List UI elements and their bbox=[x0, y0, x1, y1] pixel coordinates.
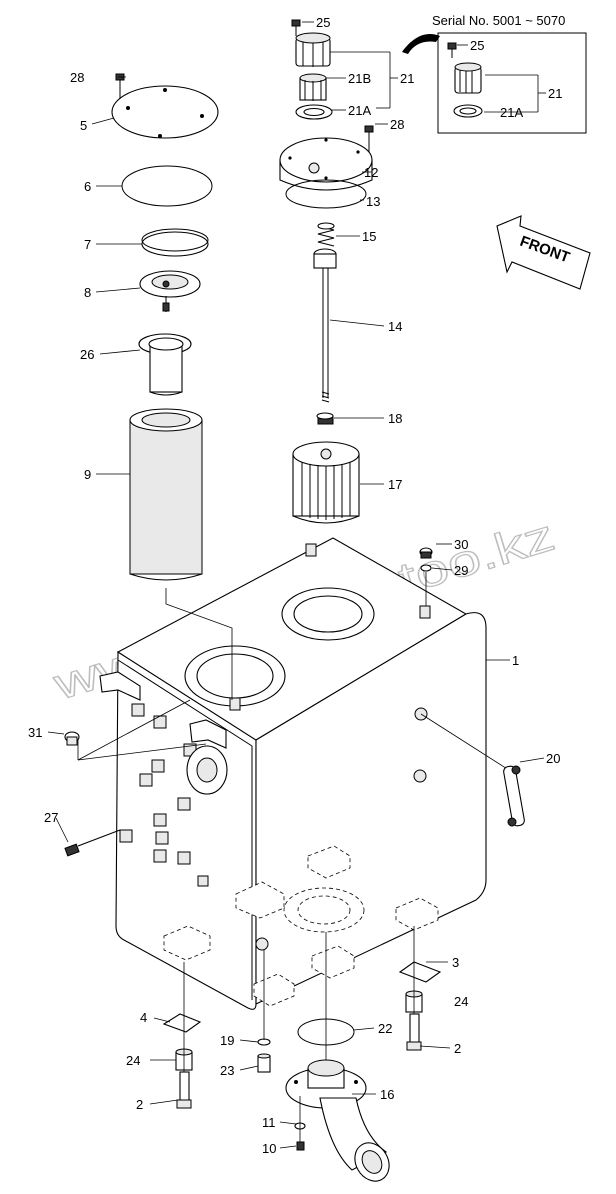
label-9: 9 bbox=[84, 467, 91, 482]
label-24-right: 24 bbox=[454, 994, 468, 1009]
label-21: 21 bbox=[400, 71, 414, 86]
bracket-bolt-line-b bbox=[77, 699, 191, 761]
part-31-bolt bbox=[64, 731, 80, 746]
part-5-cover-plate bbox=[111, 85, 219, 139]
part-18-nut bbox=[316, 412, 334, 425]
label-21b: 21B bbox=[348, 71, 371, 86]
part-1-hydraulic-tank bbox=[99, 537, 487, 1010]
inset-label-21a: 21A bbox=[500, 105, 523, 120]
label-12: 12 bbox=[364, 165, 378, 180]
label-25: 25 bbox=[316, 15, 330, 30]
part-12-filter-cover bbox=[279, 137, 373, 191]
part-25-cap-screw bbox=[291, 19, 301, 36]
inset-label-21: 21 bbox=[548, 86, 562, 101]
label-30: 30 bbox=[454, 537, 468, 552]
label-13: 13 bbox=[366, 194, 380, 209]
label-11: 11 bbox=[262, 1115, 276, 1130]
inset-label-25: 25 bbox=[470, 38, 484, 53]
part-21-breather-cap bbox=[295, 32, 331, 67]
part-30-plug bbox=[419, 547, 433, 559]
part-2-bolt-left bbox=[176, 1071, 192, 1109]
serial-number-label: Serial No. 5001 ~ 5070 bbox=[432, 13, 565, 28]
label-16: 16 bbox=[380, 1087, 394, 1102]
part-6-o-ring bbox=[121, 165, 213, 207]
part-2-bolt-right bbox=[406, 1013, 422, 1051]
part-4-shim bbox=[162, 1013, 202, 1033]
label-31: 31 bbox=[28, 725, 42, 740]
part-7-spring-ring bbox=[141, 228, 209, 257]
part-3-shim bbox=[398, 961, 442, 983]
label-21a: 21A bbox=[348, 103, 371, 118]
part-labels: 28 5 6 7 8 26 9 25 21 21B 21A 28 12 13 1… bbox=[28, 15, 560, 1156]
part-21b-breather-filter bbox=[299, 73, 327, 101]
label-20: 20 bbox=[546, 751, 560, 766]
part-13-o-ring bbox=[285, 179, 367, 209]
leader-lines bbox=[47, 21, 545, 1149]
inset-breather-cap-21 bbox=[453, 62, 483, 118]
label-1: 1 bbox=[512, 653, 519, 668]
label-7: 7 bbox=[84, 237, 91, 252]
label-24-left: 24 bbox=[126, 1053, 140, 1068]
label-2-left: 2 bbox=[136, 1097, 143, 1112]
part-26-strainer-sleeve bbox=[138, 333, 192, 396]
label-18: 18 bbox=[388, 411, 402, 426]
inset-bolt-25 bbox=[447, 42, 457, 58]
part-14-filter-rod bbox=[313, 248, 337, 403]
part-8-valve-assembly bbox=[139, 270, 201, 312]
part-23-fitting bbox=[257, 1053, 271, 1073]
part-21a-gasket bbox=[295, 104, 333, 120]
part-9-return-filter-element bbox=[129, 408, 203, 581]
inset-pointer-arrow bbox=[402, 33, 440, 54]
label-6: 6 bbox=[84, 179, 91, 194]
bracket-bolt-line-c bbox=[77, 743, 207, 761]
filter-assembly-line bbox=[165, 588, 233, 700]
inset-frame bbox=[437, 32, 587, 134]
part-27-drain-plug bbox=[64, 829, 121, 857]
label-22: 22 bbox=[378, 1021, 392, 1036]
label-28-left: 28 bbox=[70, 70, 84, 85]
label-17: 17 bbox=[388, 477, 402, 492]
label-5: 5 bbox=[80, 118, 87, 133]
label-4: 4 bbox=[140, 1010, 147, 1025]
part-16-suction-pipe bbox=[285, 1059, 390, 1182]
label-23: 23 bbox=[220, 1063, 234, 1078]
label-27: 27 bbox=[44, 810, 58, 825]
part-17-suction-strainer bbox=[292, 441, 360, 524]
part-15-spring bbox=[317, 222, 335, 247]
label-28-right: 28 bbox=[390, 117, 404, 132]
label-15: 15 bbox=[362, 229, 376, 244]
label-2-right: 2 bbox=[454, 1041, 461, 1056]
serial-inset: Serial No. 5001 ~ 5070 25 21 21A bbox=[402, 13, 587, 134]
front-direction-arrow: FRONT bbox=[496, 215, 591, 290]
label-10: 10 bbox=[262, 1141, 276, 1156]
part-29-washer bbox=[420, 564, 432, 572]
label-19: 19 bbox=[220, 1033, 234, 1048]
label-26: 26 bbox=[80, 347, 94, 362]
label-14: 14 bbox=[388, 319, 402, 334]
part-10-bolt bbox=[296, 1141, 305, 1151]
label-3: 3 bbox=[452, 955, 459, 970]
label-29: 29 bbox=[454, 563, 468, 578]
label-8: 8 bbox=[84, 285, 91, 300]
part-20-level-gauge bbox=[420, 713, 525, 827]
